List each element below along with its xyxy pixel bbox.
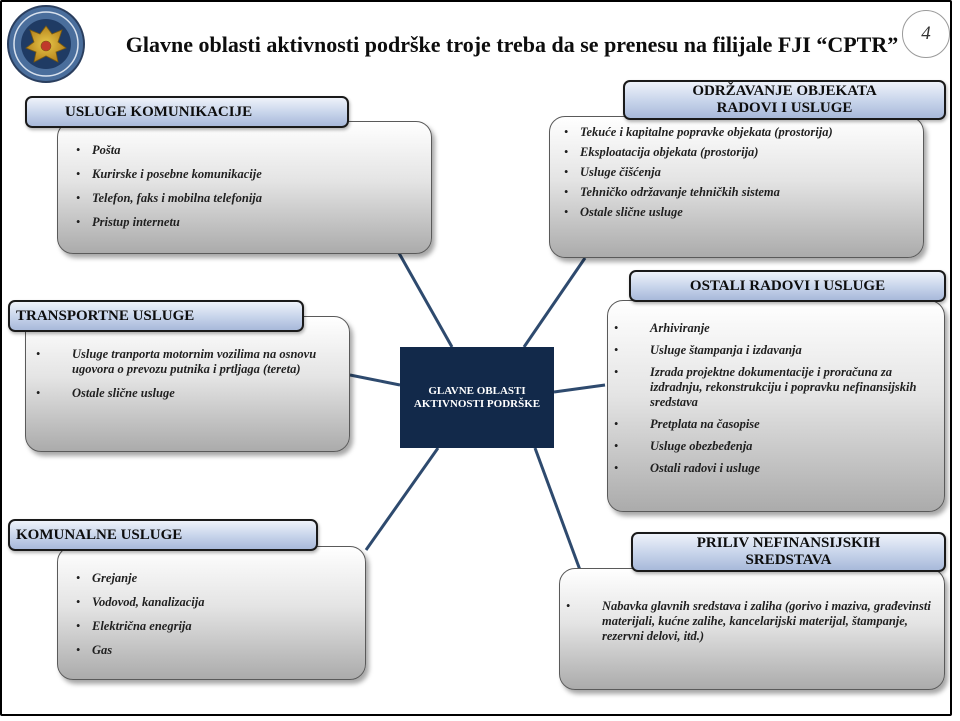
- list-item: Pošta: [76, 143, 421, 158]
- center-label: GLAVNE OBLASTI AKTIVNOSTI PODRŠKE: [413, 384, 541, 410]
- list-item: Telefon, faks i mobilna telefonija: [76, 191, 421, 206]
- list-item: Ostali radovi i usluge: [614, 461, 939, 476]
- list-item: Nabavka glavnih sredstava i zaliha (gori…: [566, 599, 936, 644]
- list-item: Usluge obezbeđenja: [614, 439, 939, 454]
- connector-communication: [393, 245, 454, 348]
- connector-transport: [349, 373, 401, 387]
- other-works-list: Arhiviranje Usluge štampanja i izdavanja…: [614, 321, 939, 483]
- slide-title: Glavne oblasti aktivnosti podrške troje …: [125, 32, 899, 57]
- assets-box: Nabavka glavnih sredstava i zaliha (gori…: [559, 568, 945, 690]
- assets-list: Nabavka glavnih sredstava i zaliha (gori…: [566, 599, 936, 653]
- list-item: Grejanje: [76, 571, 356, 586]
- maintenance-list: Tekuće i kapitalne popravke objekata (pr…: [564, 125, 914, 225]
- list-item: Vodovod, kanalizacija: [76, 595, 356, 610]
- list-item: Usluge štampanja i izdavanja: [614, 343, 939, 358]
- list-item: Eksploatacija objekata (prostorija): [564, 145, 914, 160]
- maintenance-header: ODRŽAVANJE OBJEKATA RADOVI I USLUGE: [623, 80, 946, 120]
- utilities-header: KOMUNALNE USLUGE: [8, 519, 318, 551]
- connector-assets: [533, 447, 582, 571]
- assets-header: PRILIV NEFINANSIJSKIH SREDSTAVA: [631, 532, 946, 572]
- list-item: Tekuće i kapitalne popravke objekata (pr…: [564, 125, 914, 140]
- utilities-box: Grejanje Vodovod, kanalizacija Električn…: [57, 546, 366, 680]
- connector-other: [553, 383, 606, 394]
- list-item: Gas: [76, 643, 356, 658]
- maintenance-box: Tekuće i kapitalne popravke objekata (pr…: [549, 116, 924, 258]
- list-item: Električna enegrija: [76, 619, 356, 634]
- communication-list: Pošta Kurirske i posebne komunikacije Te…: [76, 143, 421, 239]
- communication-box: Pošta Kurirske i posebne komunikacije Te…: [57, 121, 432, 254]
- utilities-list: Grejanje Vodovod, kanalizacija Električn…: [76, 571, 356, 667]
- list-item: Usluge čišćenja: [564, 165, 914, 180]
- list-item: Ostale slične usluge: [564, 205, 914, 220]
- transport-header: TRANSPORTNE USLUGE: [8, 300, 304, 332]
- list-item: Tehničko održavanje tehničkih sistema: [564, 185, 914, 200]
- connector-maintenance: [522, 257, 587, 348]
- connector-utilities: [364, 447, 440, 551]
- other-works-box: Arhiviranje Usluge štampanja i izdavanja…: [607, 300, 945, 512]
- list-item: Usluge tranporta motornim vozilima na os…: [36, 347, 341, 377]
- list-item: Arhiviranje: [614, 321, 939, 336]
- list-item: Ostale slične usluge: [36, 386, 341, 401]
- communication-header: USLUGE KOMUNIKACIJE: [25, 96, 349, 128]
- list-item: Kurirske i posebne komunikacije: [76, 167, 421, 182]
- list-item: Izrada projektne dokumentacije i proraču…: [614, 365, 939, 410]
- page-number: 4: [902, 10, 950, 58]
- emblem-logo: [7, 5, 85, 83]
- other-works-header: OSTALI RADOVI I USLUGE: [629, 270, 946, 302]
- transport-box: Usluge tranporta motornim vozilima na os…: [25, 316, 350, 452]
- transport-list: Usluge tranporta motornim vozilima na os…: [36, 347, 341, 410]
- list-item: Pristup internetu: [76, 215, 421, 230]
- list-item: Pretplata na časopise: [614, 417, 939, 432]
- center-node: GLAVNE OBLASTI AKTIVNOSTI PODRŠKE: [400, 347, 554, 448]
